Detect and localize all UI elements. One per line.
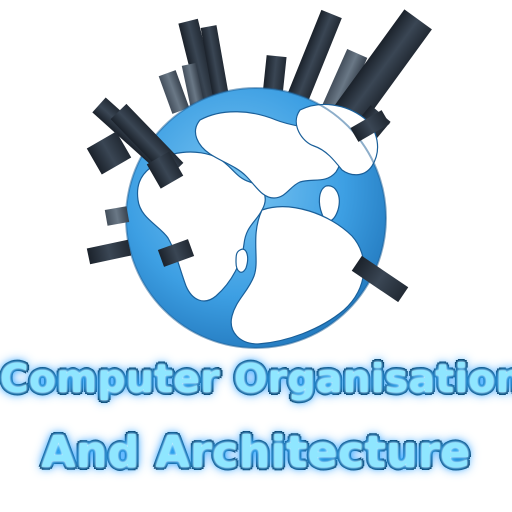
globe [125,87,387,349]
skyscrapers-front [86,97,409,303]
app-title-line-1: Computer Organisation [0,357,512,402]
continents [136,103,379,345]
app-title-line-2: And Architecture [41,427,471,478]
